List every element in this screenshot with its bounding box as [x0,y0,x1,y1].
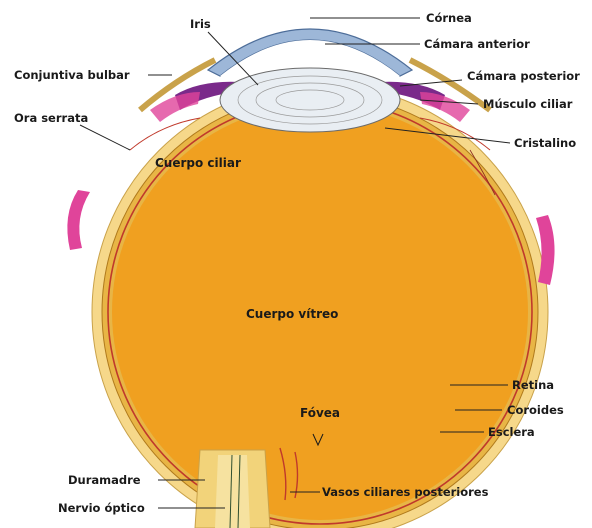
label-choroid: Coroides [507,403,564,417]
optic-nerve-core [215,455,250,528]
label-ciliary-body: Cuerpo ciliar [155,156,241,170]
label-ora-serrata: Ora serrata [14,111,88,125]
label-posterior-chamber: Cámara posterior [467,69,580,83]
lens [220,68,400,132]
label-optic-nerve: Nervio óptico [58,501,145,515]
label-vitreous-body: Cuerpo vítreo [246,307,338,321]
label-retina: Retina [512,378,554,392]
muscle-left [67,190,90,250]
label-cornea: Córnea [426,11,472,25]
label-iris: Iris [190,17,211,31]
label-sclera: Esclera [488,425,535,439]
label-lens: Cristalino [514,136,576,150]
lead-ora-serrata [80,125,130,150]
label-dura-mater: Duramadre [68,473,141,487]
label-fovea: Fóvea [300,406,340,420]
label-posterior-ciliary-vessels: Vasos ciliares posteriores [322,485,489,499]
label-ciliary-muscle: Músculo ciliar [483,97,573,111]
label-bulbar-conjunctiva: Conjuntiva bulbar [14,68,130,82]
label-anterior-chamber: Cámara anterior [424,37,530,51]
